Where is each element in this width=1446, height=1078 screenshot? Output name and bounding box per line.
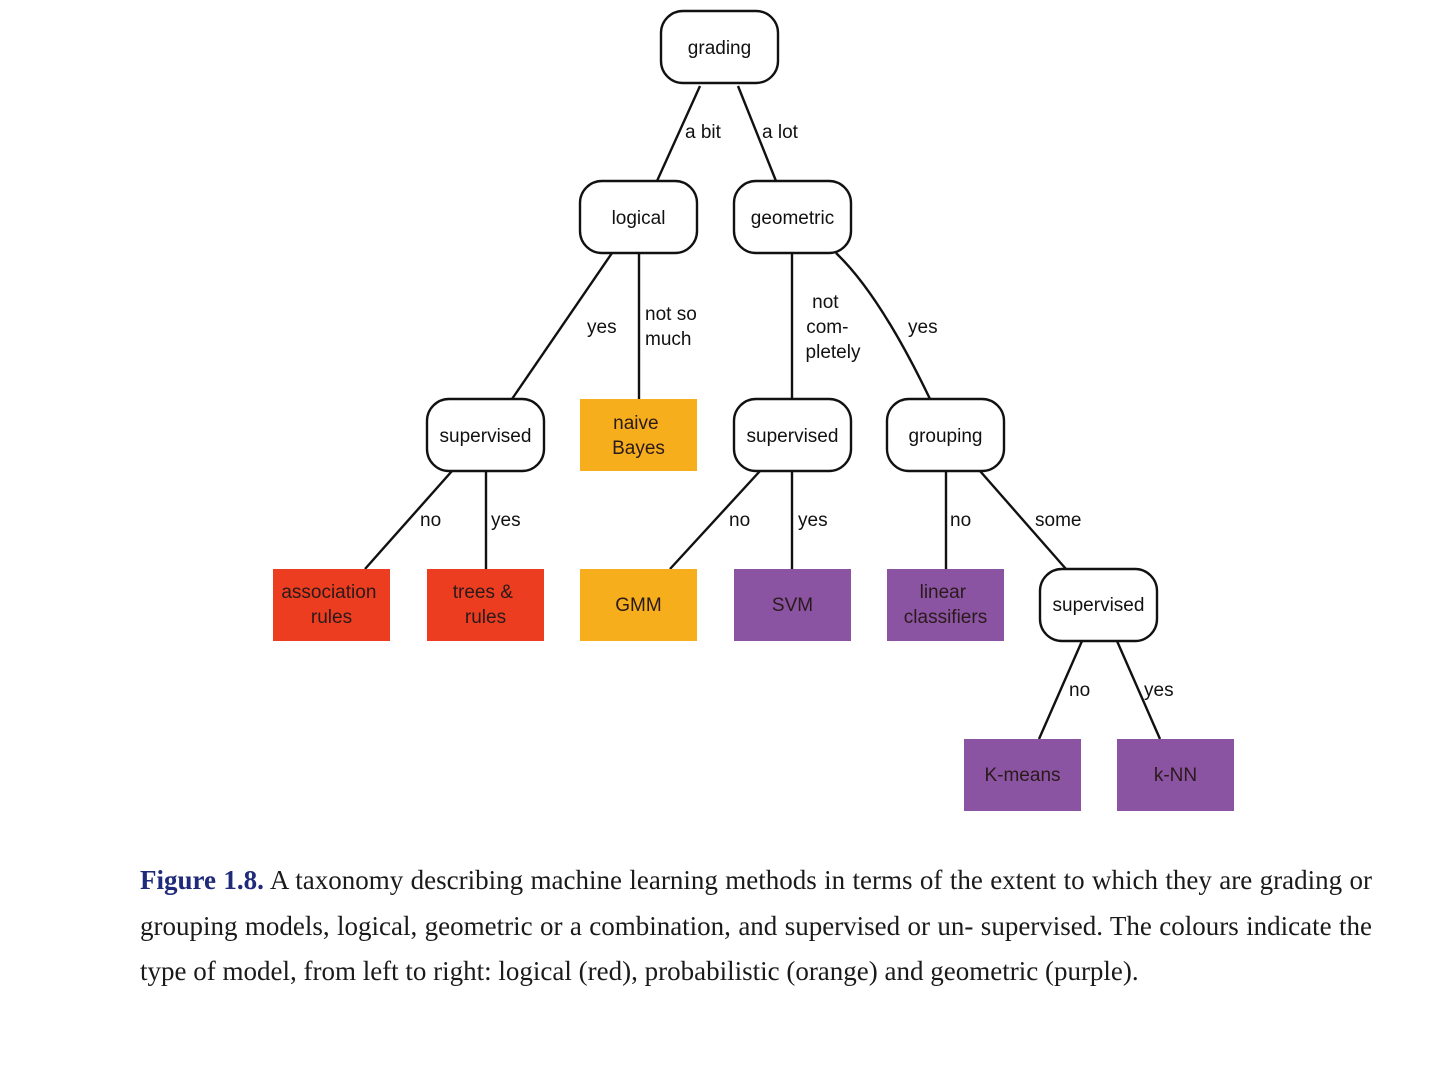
internal-nodes: grading logical geometric supervised sup… [425, 9, 1159, 643]
svg-text:k-NN: k-NN [1154, 765, 1197, 786]
leaf-kmeans: K-means [964, 739, 1081, 811]
edge-label-yes-sup2: yes [798, 510, 828, 531]
edges [364, 85, 1162, 740]
edge-grading-logical [655, 85, 702, 182]
edge-label-yes-logical: yes [587, 317, 617, 338]
node-grouping-label: grouping [909, 426, 983, 447]
edge-label-not-completely: not com- pletely [806, 292, 861, 363]
edge-label-no-sup2: no [729, 510, 750, 531]
edge-label-yes-geometric: yes [908, 317, 938, 338]
node-supervised-grouping: supervised [1038, 567, 1159, 643]
edge-label-not-so-much: not so much [645, 304, 702, 350]
edge-label-no-grouping: no [950, 510, 971, 531]
leaf-association-rules: association rules [273, 569, 390, 641]
svg-text:K-means: K-means [984, 765, 1060, 786]
leaf-gmm: GMM [580, 569, 697, 641]
leaf-nodes: naive Bayes association rules trees & ru… [273, 399, 1234, 811]
edge-label-a-lot: a lot [762, 122, 799, 143]
node-supervised-geometric: supervised [732, 397, 853, 473]
taxonomy-diagram: a bit a lot yes not so much not com- ple… [273, 9, 1234, 811]
edge-supervised-knn [1115, 640, 1162, 740]
figure-label: Figure 1.8. [140, 865, 264, 895]
svg-text:trees & rules: trees & rules [453, 582, 518, 628]
edge-label-a-bit: a bit [685, 122, 722, 143]
node-grading-label: grading [688, 38, 751, 59]
svg-text:association rules: association rules [281, 582, 381, 628]
edge-grouping-supervised [979, 470, 1067, 570]
edge-label-no-sup3: no [1069, 680, 1090, 701]
leaf-svm: SVM [734, 569, 851, 641]
edge-supervised-kmeans [1037, 640, 1084, 740]
node-grouping: grouping [885, 397, 1006, 473]
edge-labels: a bit a lot yes not so much not com- ple… [420, 122, 1174, 701]
leaf-knn: k-NN [1117, 739, 1234, 811]
node-logical: logical [578, 179, 699, 255]
svg-text:GMM: GMM [615, 595, 661, 616]
node-supervised-grouping-label: supervised [1053, 595, 1145, 616]
node-grading: grading [659, 9, 780, 85]
edge-label-yes-sup3: yes [1144, 680, 1174, 701]
node-supervised-logical-label: supervised [440, 426, 532, 447]
leaf-naive-bayes: naive Bayes [580, 399, 697, 471]
node-supervised-geometric-label: supervised [747, 426, 839, 447]
leaf-linear-classifiers: linear classifiers [887, 569, 1004, 641]
edge-label-yes-sup1: yes [491, 510, 521, 531]
svg-text:naive Bayes: naive Bayes [612, 413, 665, 459]
node-supervised-logical: supervised [425, 397, 546, 473]
edge-label-some-grouping: some [1035, 510, 1081, 531]
figure-caption: Figure 1.8. A taxonomy describing machin… [140, 858, 1372, 995]
svg-text:linear classifiers: linear classifiers [904, 582, 987, 628]
edge-label-no-sup1: no [420, 510, 441, 531]
edge-supervised-gmm [669, 470, 761, 570]
edge-grading-geometric [736, 85, 778, 182]
node-geometric: geometric [732, 179, 853, 255]
leaf-trees-rules: trees & rules [427, 569, 544, 641]
node-logical-label: logical [612, 208, 666, 229]
svg-text:SVM: SVM [772, 595, 813, 616]
node-geometric-label: geometric [751, 208, 834, 229]
edge-logical-supervised [511, 252, 613, 400]
edge-supervised-association [364, 470, 453, 570]
edge-geometric-grouping [835, 252, 932, 400]
caption-text: A taxonomy describing machine learning m… [140, 865, 1372, 986]
